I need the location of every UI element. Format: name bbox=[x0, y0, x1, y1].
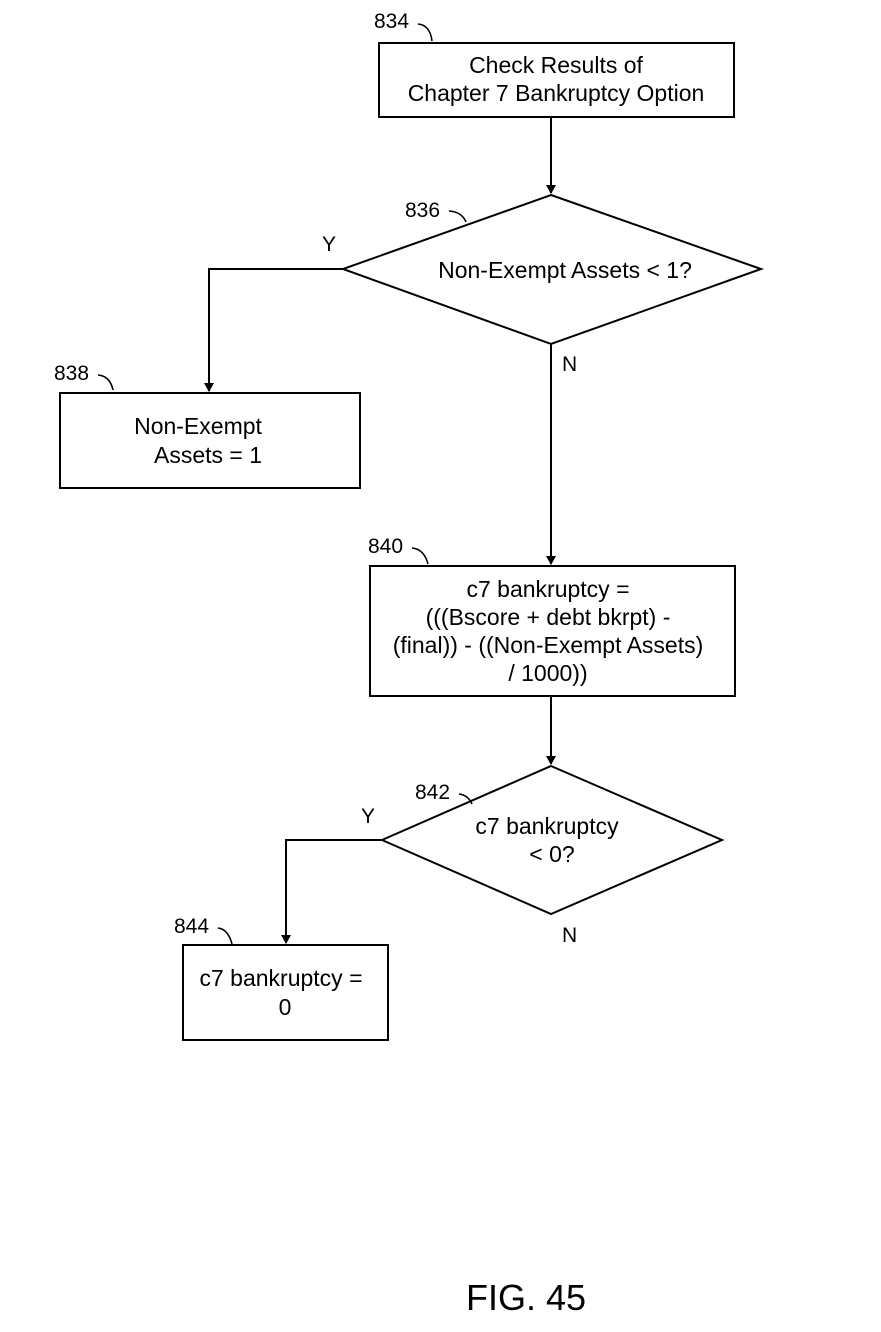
node-834-line-2: Chapter 7 Bankruptcy Option bbox=[408, 80, 705, 106]
node-840-line-2: (((Bscore + debt bkrpt) - bbox=[426, 604, 671, 630]
ref-label-834: 834 bbox=[374, 10, 409, 33]
leader-line-842 bbox=[458, 793, 473, 805]
connector-836-yes-to-838 bbox=[204, 268, 343, 392]
node-844-line-1: c7 bankruptcy = bbox=[199, 965, 362, 991]
leader-line-838 bbox=[97, 374, 114, 391]
leader-line-840 bbox=[411, 547, 429, 565]
node-842-line-1: c7 bankruptcy bbox=[475, 813, 619, 839]
process-box-838: Non-Exempt Assets = 1 bbox=[59, 392, 361, 489]
leader-line-836 bbox=[448, 210, 467, 223]
ref-label-844: 844 bbox=[174, 915, 209, 938]
process-box-834: Check Results of Chapter 7 Bankruptcy Op… bbox=[378, 42, 735, 118]
ref-label-842: 842 bbox=[415, 781, 450, 804]
decision-diamond-836: Non-Exempt Assets < 1? bbox=[340, 193, 764, 346]
node-838-line-2: Assets = 1 bbox=[154, 442, 262, 468]
node-842-line-2: < 0? bbox=[529, 841, 574, 867]
branch-no-842: N bbox=[562, 924, 577, 947]
process-box-844: c7 bankruptcy = 0 bbox=[182, 944, 389, 1041]
decision-diamond-842: c7 bankruptcy < 0? bbox=[379, 764, 725, 916]
node-838-line-1: Non-Exempt bbox=[134, 413, 262, 439]
node-840-line-1: c7 bankruptcy = bbox=[466, 576, 629, 602]
connector-842-yes-to-844 bbox=[281, 839, 382, 944]
branch-yes-842: Y bbox=[361, 805, 375, 828]
process-box-840: c7 bankruptcy = (((Bscore + debt bkrpt) … bbox=[369, 565, 736, 697]
leader-line-844 bbox=[217, 927, 233, 945]
node-844-line-2: 0 bbox=[279, 994, 292, 1020]
leader-line-834 bbox=[417, 23, 433, 42]
node-836-question: Non-Exempt Assets < 1? bbox=[438, 257, 692, 283]
ref-label-840: 840 bbox=[368, 535, 403, 558]
figure-caption: FIG. 45 bbox=[466, 1277, 586, 1318]
ref-label-836: 836 bbox=[405, 199, 440, 222]
branch-yes-836: Y bbox=[322, 233, 336, 256]
node-834-line-1: Check Results of bbox=[469, 52, 643, 78]
node-840-line-4: / 1000)) bbox=[508, 660, 587, 686]
ref-label-838: 838 bbox=[54, 362, 89, 385]
node-840-line-3: (final)) - ((Non-Exempt Assets) bbox=[393, 632, 704, 658]
branch-no-836: N bbox=[562, 353, 577, 376]
